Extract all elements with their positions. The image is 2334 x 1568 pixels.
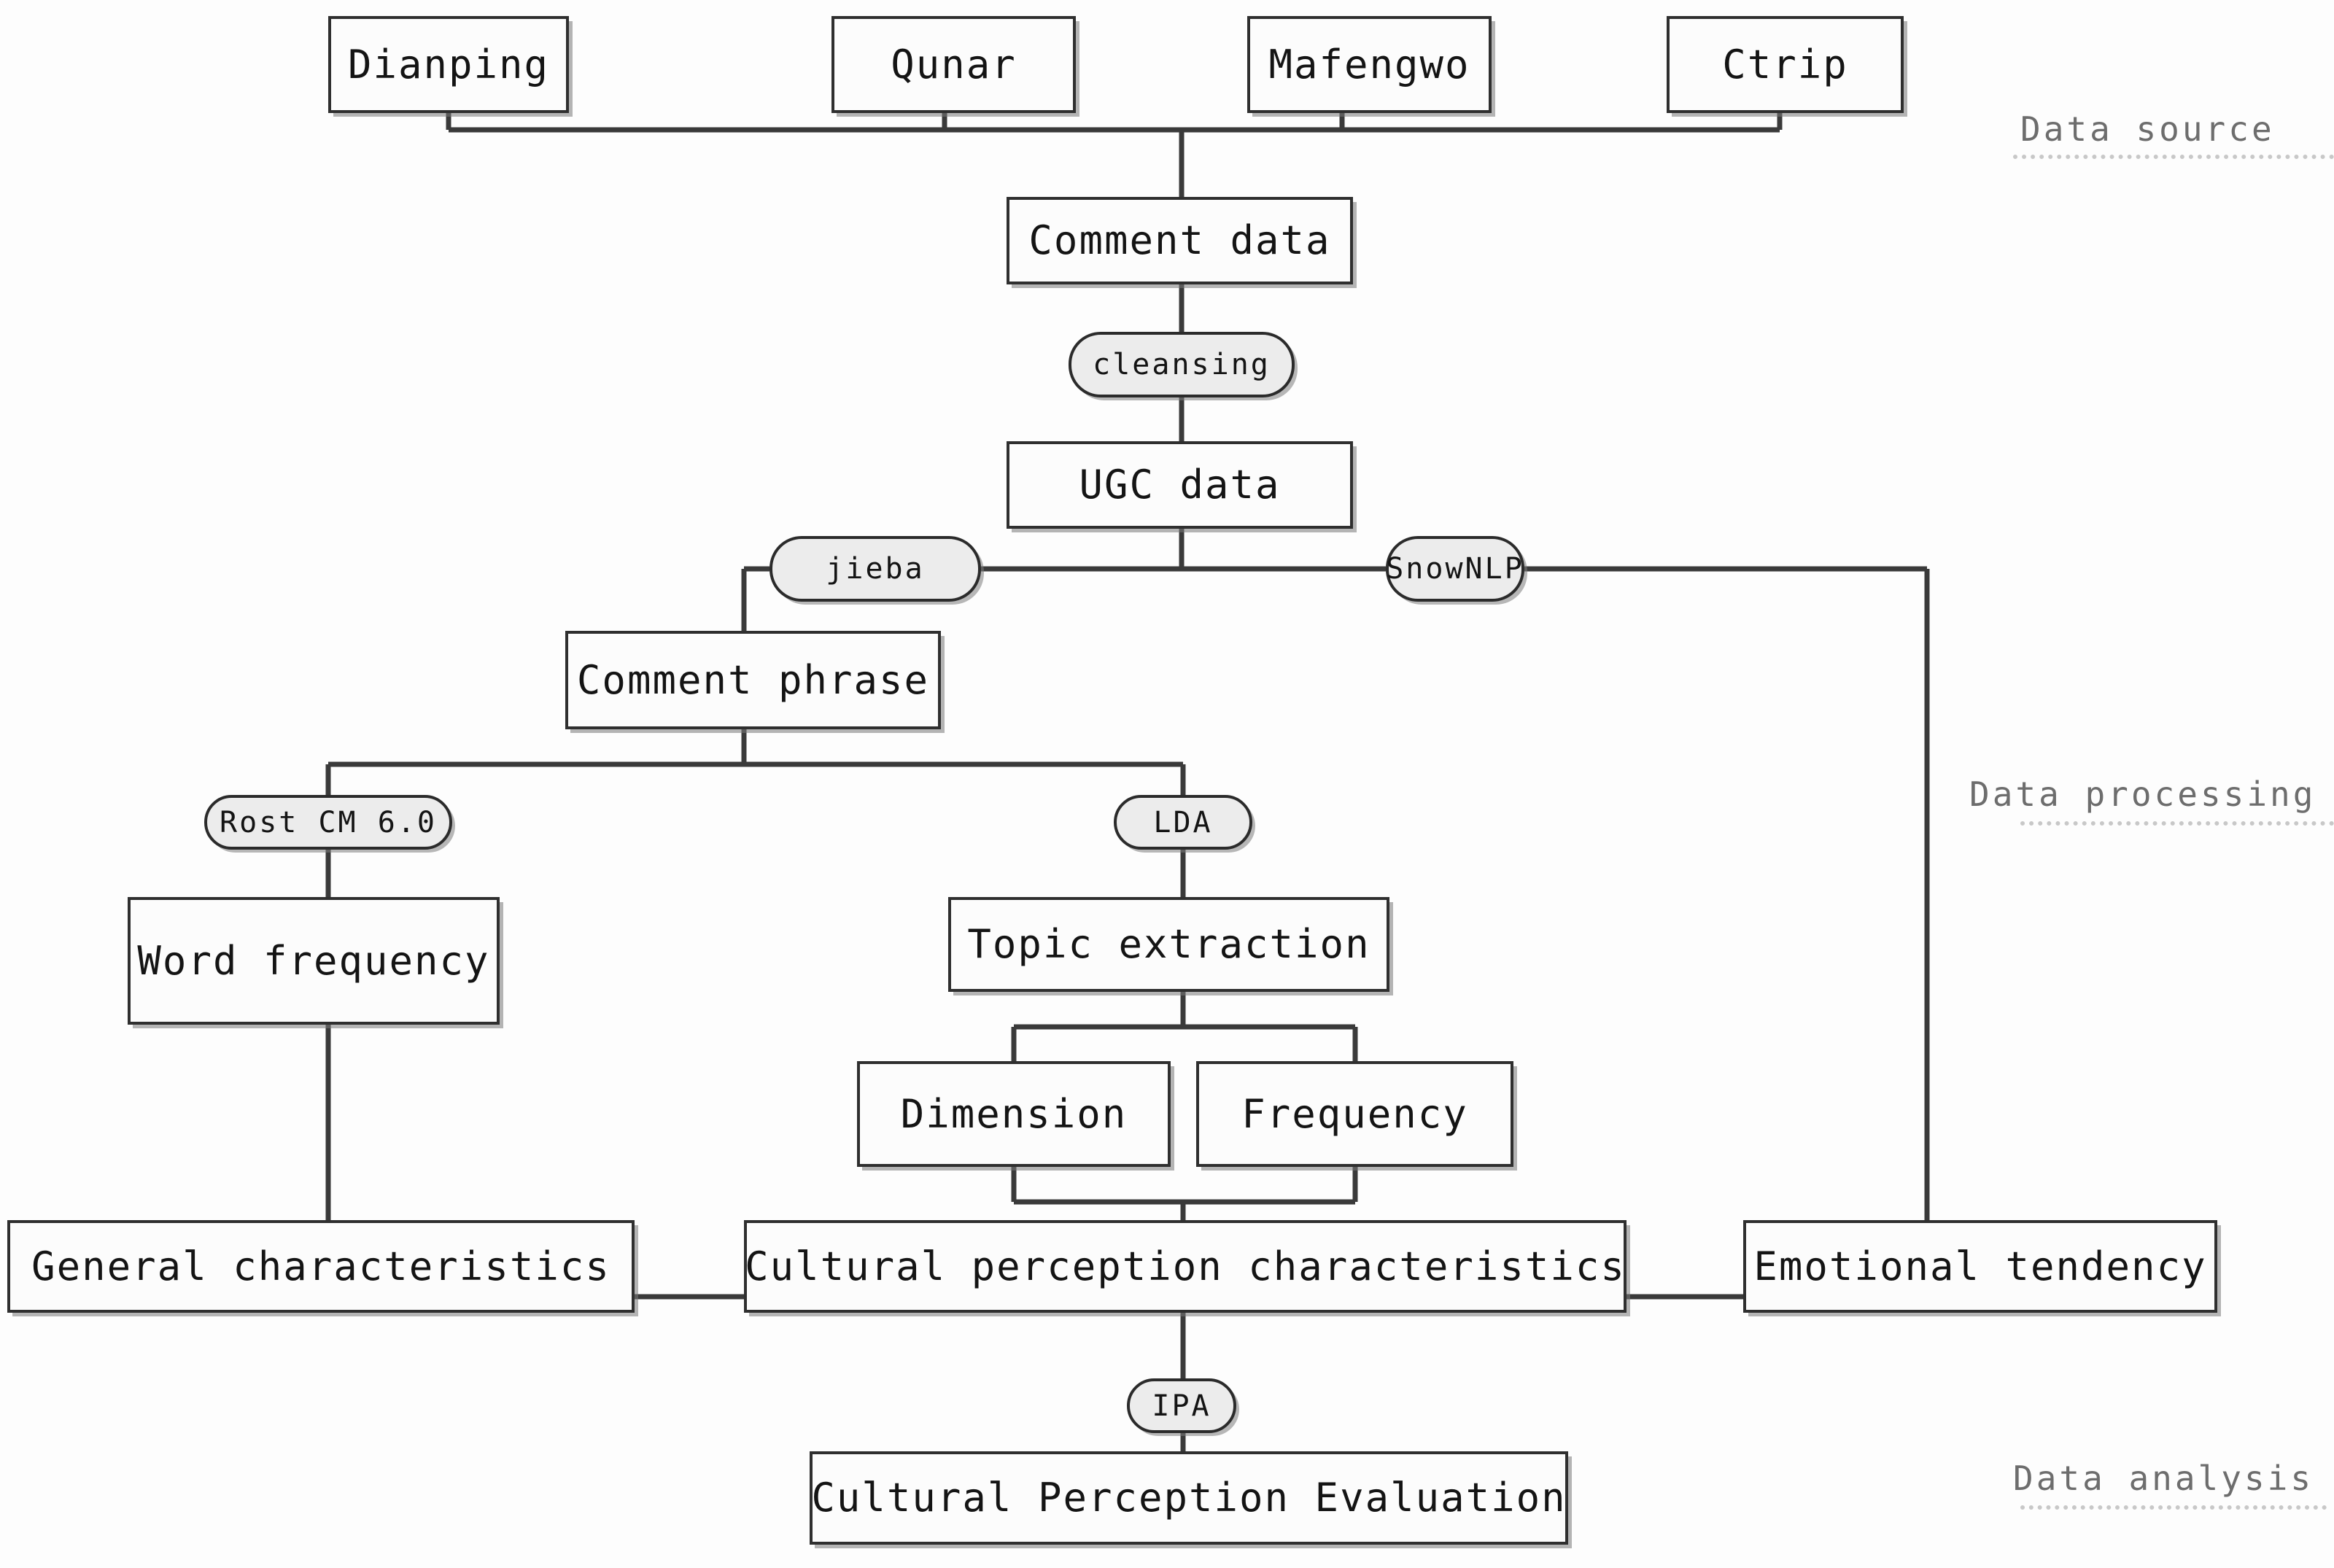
source-label-qunar: Qunar — [891, 41, 1017, 88]
node-jieba[interactable]: jieba — [769, 536, 981, 602]
node-comment-phrase[interactable]: Comment phrase — [565, 631, 941, 729]
stage-divider-data-processing — [2020, 821, 2334, 826]
node-label-frequency: Frequency — [1241, 1090, 1468, 1137]
source-label-mafengwo: Mafengwo — [1268, 41, 1470, 88]
stage-divider-data-analysis — [2020, 1505, 2327, 1510]
node-label-general-characteristics: General characteristics — [31, 1243, 610, 1289]
node-label-topic-extraction: Topic extraction — [967, 921, 1370, 967]
source-box-mafengwo[interactable]: Mafengwo — [1247, 16, 1492, 113]
node-general-characteristics[interactable]: General characteristics — [7, 1220, 635, 1313]
node-ipa[interactable]: IPA — [1127, 1378, 1236, 1433]
node-rost-cm[interactable]: Rost CM 6.0 — [204, 795, 452, 850]
stage-divider-data-source — [2013, 155, 2334, 159]
node-label-rost-cm: Rost CM 6.0 — [220, 805, 437, 839]
node-label-comment-phrase: Comment phrase — [576, 656, 930, 703]
node-label-cleansing: cleansing — [1093, 348, 1271, 381]
source-box-qunar[interactable]: Qunar — [831, 16, 1076, 113]
node-lda[interactable]: LDA — [1114, 795, 1252, 850]
node-frequency[interactable]: Frequency — [1196, 1061, 1513, 1167]
source-box-ctrip[interactable]: Ctrip — [1667, 16, 1904, 113]
node-dimension[interactable]: Dimension — [857, 1061, 1171, 1167]
node-label-ipa: IPA — [1152, 1389, 1211, 1423]
node-label-jieba: jieba — [826, 552, 925, 586]
node-label-ugc-data: UGC data — [1079, 462, 1281, 508]
node-snownlp[interactable]: SnowNLP — [1386, 536, 1524, 602]
stage-label-data-analysis: Data analysis — [2013, 1459, 2314, 1498]
node-label-comment-data: Comment data — [1028, 217, 1331, 263]
node-label-snownlp: SnowNLP — [1386, 552, 1524, 586]
node-ugc-data[interactable]: UGC data — [1007, 441, 1353, 529]
node-cultural-perception-characteristics[interactable]: Cultural perception characteristics — [744, 1220, 1627, 1313]
node-label-word-frequency: Word frequency — [137, 937, 490, 984]
node-emotional-tendency[interactable]: Emotional tendency — [1743, 1220, 2217, 1313]
stage-label-data-processing: Data processing — [1969, 775, 2316, 814]
source-label-ctrip: Ctrip — [1722, 41, 1848, 88]
node-label-cultural-perception-characteristics: Cultural perception characteristics — [745, 1243, 1626, 1289]
node-label-lda: LDA — [1153, 805, 1213, 839]
node-word-frequency[interactable]: Word frequency — [128, 897, 500, 1025]
node-comment-data[interactable]: Comment data — [1007, 197, 1353, 284]
source-label-dianping: Dianping — [347, 41, 550, 88]
node-topic-extraction[interactable]: Topic extraction — [948, 897, 1389, 992]
source-box-dianping[interactable]: Dianping — [328, 16, 569, 113]
node-label-cultural-perception-evaluation: Cultural Perception Evaluation — [811, 1475, 1567, 1521]
node-cultural-perception-evaluation[interactable]: Cultural Perception Evaluation — [810, 1451, 1568, 1545]
node-label-dimension: Dimension — [900, 1090, 1128, 1137]
node-label-emotional-tendency: Emotional tendency — [1753, 1243, 2207, 1289]
stage-label-data-source: Data source — [2020, 109, 2275, 149]
node-cleansing[interactable]: cleansing — [1069, 332, 1295, 397]
